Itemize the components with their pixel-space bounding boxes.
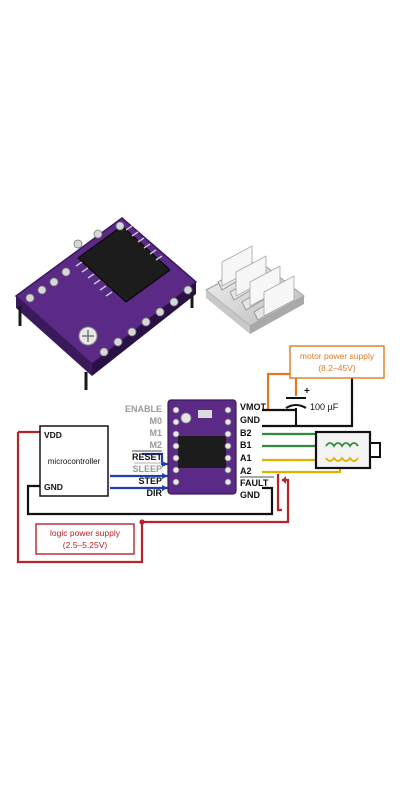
junction-dot xyxy=(139,519,145,525)
logic-supply-title: logic power supply xyxy=(50,528,121,538)
driver-board-photo xyxy=(14,217,198,390)
pin-sleep: SLEEP xyxy=(132,464,162,474)
logic-supply-range: (2.5–5.25V) xyxy=(63,540,108,550)
pin-a1: A1 xyxy=(240,453,252,463)
microcontroller-box: VDD microcontroller GND xyxy=(39,425,109,497)
capacitor-value: 100 µF xyxy=(310,402,339,412)
pin-fault: FAULT xyxy=(240,478,269,488)
pin-reset: RESET xyxy=(132,452,163,462)
stepper-motor-icon xyxy=(314,430,381,470)
capacitor-plus: + xyxy=(304,386,310,397)
pin-a2: A2 xyxy=(240,466,252,476)
motor-supply-box: motor power supply (8.2–45V) xyxy=(289,345,385,379)
left-pin-labels: ENABLE M0 M1 M2 RESET SLEEP STEP DIR xyxy=(125,404,163,498)
pin-step: STEP xyxy=(138,476,162,486)
pin-gnd-top: GND xyxy=(240,415,261,425)
pin-gnd-bottom: GND xyxy=(240,490,261,500)
heatsink-photo xyxy=(205,245,305,334)
capacitor-symbol: + 100 µF xyxy=(285,386,339,420)
pin-dir: DIR xyxy=(147,488,163,498)
logic-supply-box: logic power supply (2.5–5.25V) xyxy=(35,523,135,555)
motor-supply-range: (8.2–45V) xyxy=(318,363,355,373)
pin-vmot: VMOT xyxy=(240,402,267,412)
driver-board-small xyxy=(167,399,237,495)
pin-b2: B2 xyxy=(240,428,252,438)
pin-b1: B1 xyxy=(240,440,252,450)
right-pin-labels: VMOT GND B2 B1 A1 A2 FAULT GND xyxy=(240,402,269,500)
pin-m1: M1 xyxy=(149,428,162,438)
mcu-vdd: VDD xyxy=(44,430,62,440)
mcu-name: microcontroller xyxy=(48,457,101,466)
pin-m2: M2 xyxy=(149,440,162,450)
mcu-gnd: GND xyxy=(44,482,63,492)
pin-enable: ENABLE xyxy=(125,404,162,414)
arrow-heads xyxy=(162,461,286,491)
motor-supply-title: motor power supply xyxy=(300,351,375,361)
pin-m0: M0 xyxy=(149,416,162,426)
